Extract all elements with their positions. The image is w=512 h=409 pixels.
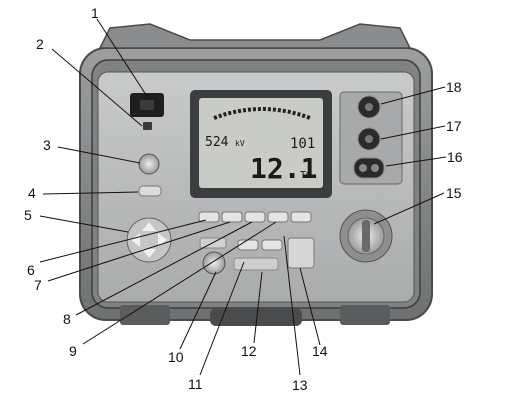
callout-17: 17: [446, 118, 462, 134]
latch-right: [340, 305, 390, 325]
callout-9: 9: [69, 343, 77, 359]
small-rect-button: [138, 185, 162, 197]
lcd-right-value: 101: [290, 136, 315, 152]
left-column: [126, 93, 172, 263]
lcd-bargraph: [213, 107, 311, 120]
callout-7: 7: [34, 277, 42, 293]
callout-8: 8: [63, 311, 71, 327]
latch-left: [120, 305, 170, 325]
terminal-double: [353, 157, 385, 179]
logo-plate: [233, 257, 279, 271]
callout-labels: 1 2 3 4 5 6 7 8 9 10 11 12 13 14 15 16 1…: [24, 5, 463, 393]
lcd-main-unit: TΩ: [300, 170, 312, 181]
callout-5: 5: [24, 207, 32, 223]
lcd-small-value: 524: [205, 135, 229, 150]
small-round-button: [138, 153, 160, 175]
callout-18: 18: [446, 79, 462, 95]
lcd: 524 kV 101 12.1 TΩ: [190, 90, 332, 198]
callout-10: 10: [168, 349, 184, 365]
lcd-screen: [199, 98, 323, 188]
start-button: [287, 237, 315, 269]
callout-13: 13: [292, 377, 308, 393]
function-keys: [198, 211, 312, 223]
callout-16: 16: [447, 149, 463, 165]
callout-11: 11: [188, 376, 203, 392]
lcd-small-unit: kV: [235, 139, 245, 148]
callout-14: 14: [312, 343, 328, 359]
callout-6: 6: [27, 262, 35, 278]
case-lid-hinge: [98, 23, 412, 49]
handle: [210, 308, 302, 326]
callout-15: 15: [446, 185, 462, 201]
lcd-main-value: 12.1: [250, 152, 317, 185]
callout-4: 4: [28, 185, 36, 201]
usb-port: [143, 122, 152, 130]
callout-3: 3: [43, 137, 51, 153]
callout-12: 12: [241, 343, 257, 359]
callout-1: 1: [91, 5, 99, 21]
right-column: [339, 91, 403, 263]
callout-2: 2: [36, 36, 44, 52]
leader-lines: [39, 18, 447, 376]
round-key: [202, 251, 226, 275]
